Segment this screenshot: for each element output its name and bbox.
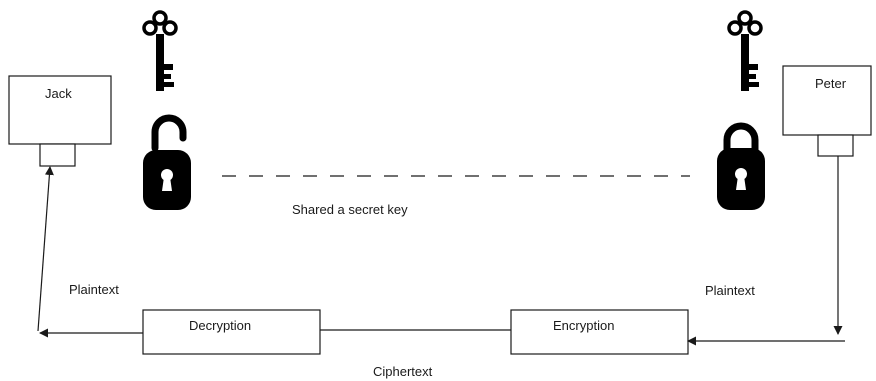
locked-padlock-icon <box>717 122 765 210</box>
peter-box <box>782 65 872 136</box>
up-to-jack-arrow <box>37 166 54 332</box>
jack-box <box>8 75 112 145</box>
left-key-icon <box>142 10 178 93</box>
decryption-box <box>142 309 321 355</box>
jack-computer <box>8 75 112 167</box>
peter-box-stand <box>817 134 854 157</box>
right-key-icon <box>727 10 763 93</box>
unlocked-padlock-icon <box>143 114 191 210</box>
encryption-box <box>510 309 689 355</box>
peter-label: Peter <box>815 76 847 91</box>
plaintext-left-label: Plaintext <box>69 282 119 297</box>
jack-box-stand <box>39 143 76 167</box>
decryption-label: Decryption <box>189 318 252 333</box>
jack-label: Jack <box>45 86 72 101</box>
peter-computer <box>782 65 872 157</box>
encryption-label: Encryption <box>553 318 615 333</box>
shared-key-label: Shared a secret key <box>292 202 408 217</box>
plaintext-right-label: Plaintext <box>705 283 755 298</box>
ciphertext-label: Ciphertext <box>373 364 433 379</box>
